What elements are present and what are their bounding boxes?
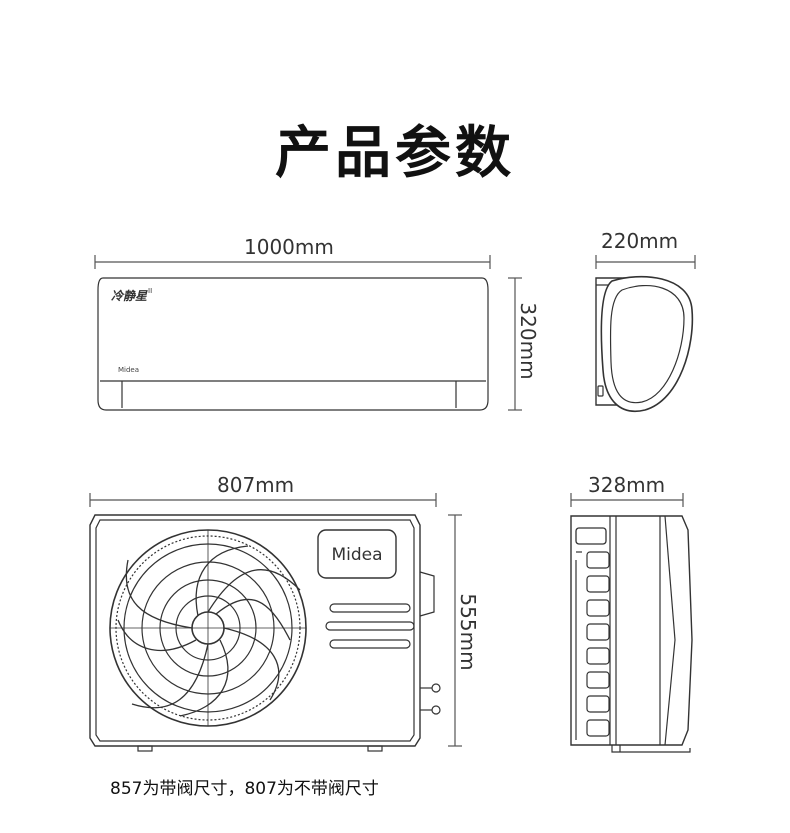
size-note: 857为带阀尺寸，807为不带阀尺寸 xyxy=(110,779,379,799)
indoor-series-logo: 冷静星 xyxy=(111,289,148,303)
outdoor-unit-side xyxy=(570,493,693,753)
page-title: 产品参数 xyxy=(275,121,515,186)
outdoor-unit-front xyxy=(89,493,462,752)
outdoor-brand-logo: Midea xyxy=(331,545,382,565)
indoor-unit-side xyxy=(595,255,696,412)
indoor-series-suffix: II xyxy=(148,287,152,295)
indoor-depth-label: 220mm xyxy=(601,229,679,253)
indoor-brand-logo: Midea xyxy=(118,366,139,374)
outdoor-width-label: 807mm xyxy=(217,473,295,497)
indoor-unit-front xyxy=(94,255,522,411)
indoor-width-label: 1000mm xyxy=(244,235,334,259)
outdoor-depth-label: 328mm xyxy=(588,473,666,497)
